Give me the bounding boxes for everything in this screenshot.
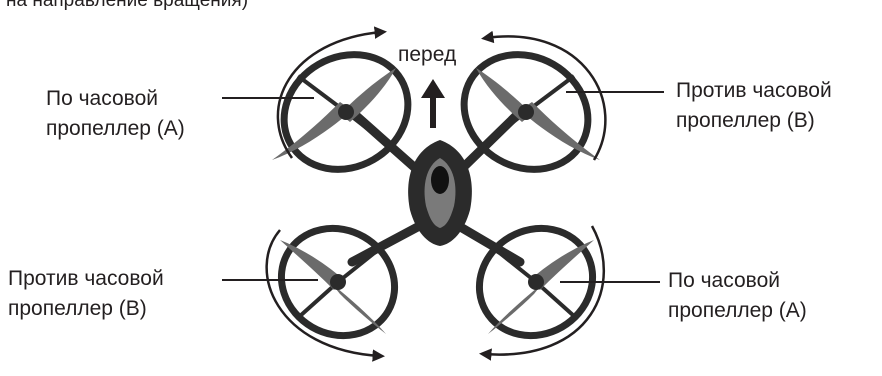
top-caption: на направление вращения) [6, 0, 248, 13]
label-top-right-line1: Против часовой [676, 76, 832, 106]
label-top-left-line2: пропеллер (A) [46, 114, 185, 144]
rotor-bottom-left [262, 208, 414, 356]
front-arrow-icon [421, 79, 445, 128]
label-top-left: По часовой пропеллер (A) [46, 84, 185, 144]
front-label: перед [398, 40, 456, 70]
label-bottom-left-line1: Против часовой [8, 264, 164, 294]
label-top-right: Против часовой пропеллер (B) [676, 76, 832, 136]
label-top-right-line2: пропеллер (B) [676, 106, 832, 136]
label-top-left-line1: По часовой [46, 84, 185, 114]
label-bottom-left: Против часовой пропеллер (B) [8, 264, 164, 324]
label-bottom-left-line2: пропеллер (B) [8, 294, 164, 324]
label-bottom-right-line2: пропеллер (A) [668, 296, 807, 326]
label-bottom-right-line1: По часовой [668, 266, 807, 296]
label-bottom-right: По часовой пропеллер (A) [668, 266, 807, 326]
